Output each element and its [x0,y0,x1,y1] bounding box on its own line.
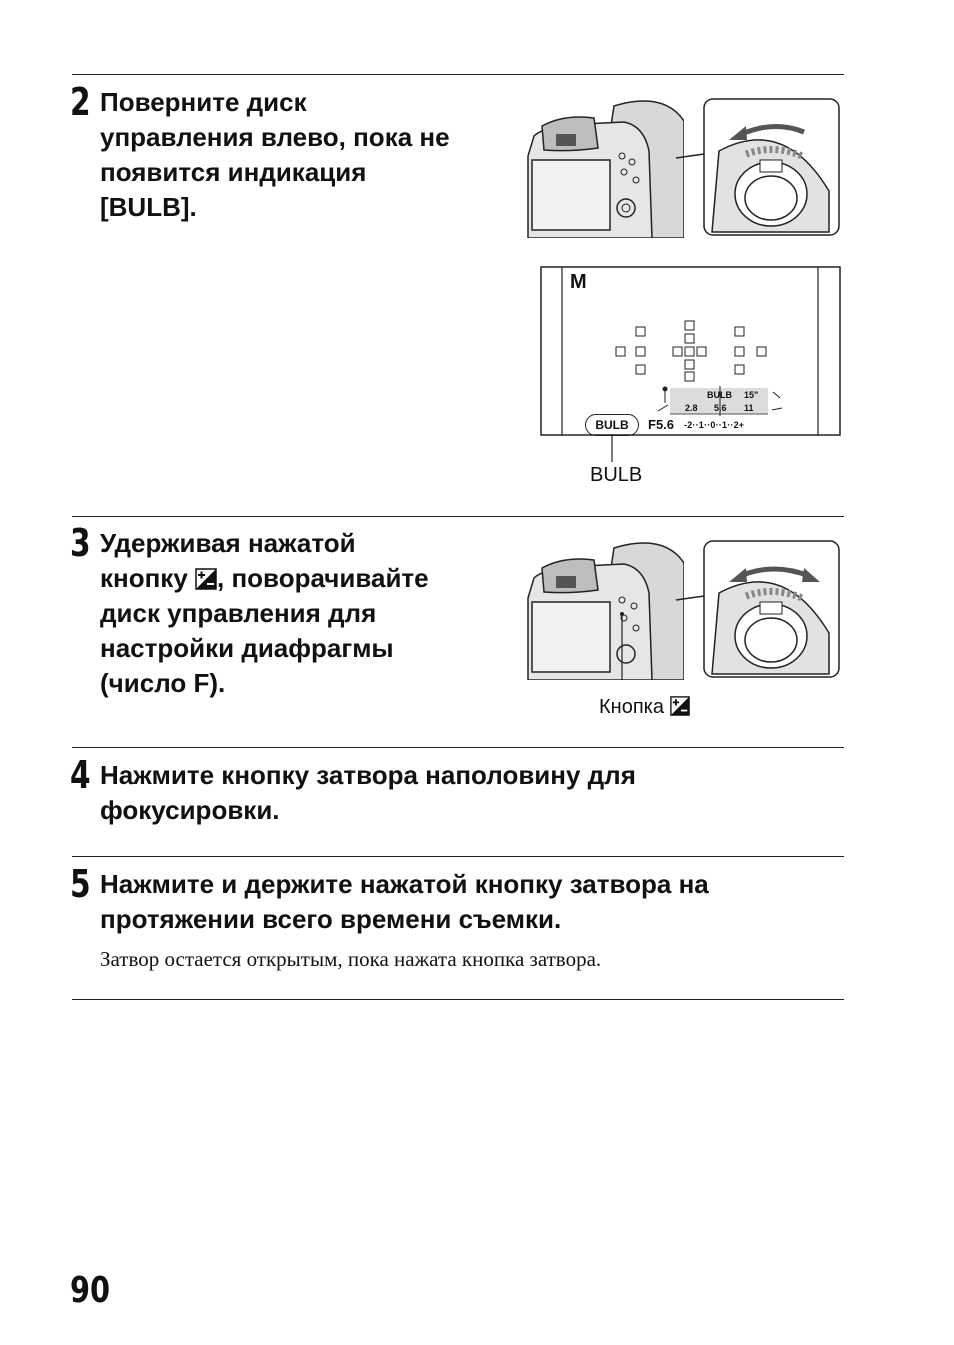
scale-f28: 2.8 [685,403,698,413]
bulb-badge: BULB [585,414,639,436]
step-2-text: Поверните диск управления влево, пока не… [100,87,450,222]
step-5-number: 5 [70,862,91,906]
scale-f56: 5.6 [714,403,727,413]
scale-bulb: BULB [707,390,732,400]
step-3-text: Удерживая нажатой кнопку , поворачивайте… [100,528,429,698]
ev-scale: -2··1··0··1··2+ [684,420,745,430]
step-4-number: 4 [70,753,91,797]
bulb-callout-line [611,434,613,462]
step-5-note: Затвор остается открытым, пока нажата кн… [100,947,602,971]
step-3-number: 3 [70,521,91,565]
button-callout: Кнопка [599,695,690,719]
camera-button-dial-illustration [527,540,840,680]
step-5-text: Нажмите и держите нажатой кнопку затвора… [100,869,709,934]
viewfinder-display [540,266,841,436]
divider-bottom [72,999,844,1000]
step-2-number: 2 [70,80,91,124]
scale-15: 15" [744,390,759,400]
scale-f11: 11 [744,403,754,413]
step-4-text: Нажмите кнопку затвора наполовину для фо… [100,760,636,825]
mode-indicator: M [570,271,587,293]
fnumber-readout: F5.6 [648,417,675,432]
bulb-callout-label: BULB [590,464,643,486]
divider-step3 [72,516,844,517]
exposure-compensation-icon [669,696,690,716]
exposure-compensation-icon [195,568,217,590]
divider-top [72,74,844,75]
divider-step5 [72,856,844,857]
page-number: 90 [70,1270,111,1311]
camera-dial-illustration [527,98,840,238]
divider-step4 [72,747,844,748]
